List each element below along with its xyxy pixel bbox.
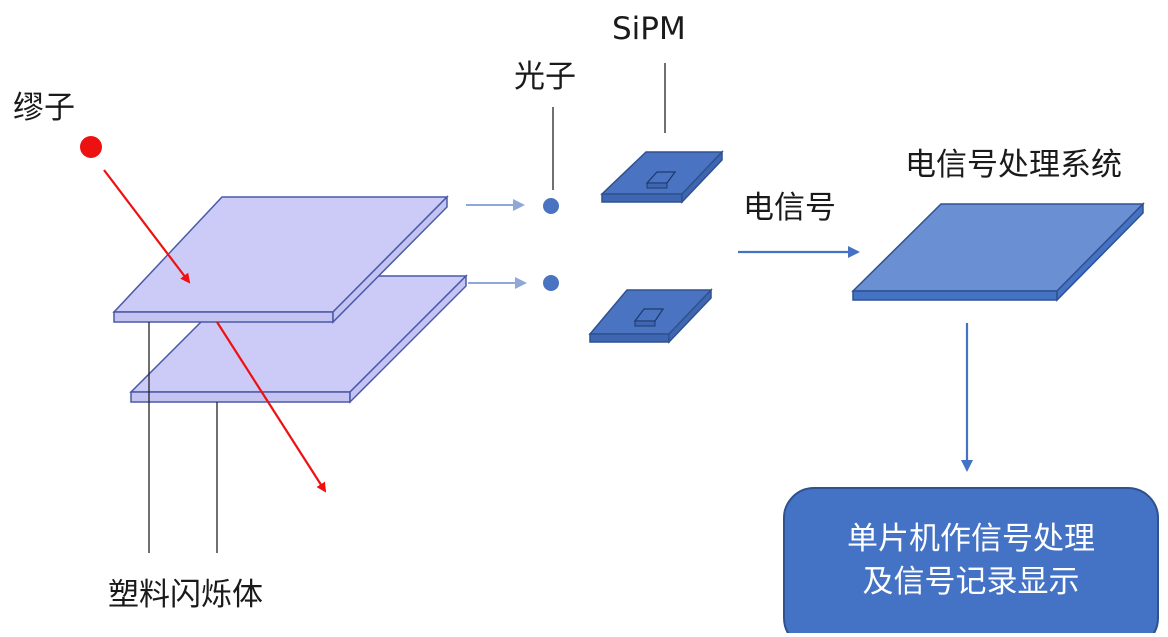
photon-dot-upper — [543, 198, 559, 214]
mcu-box-line-2: 及信号记录显示 — [862, 563, 1080, 600]
photon-label: 光子 — [514, 59, 576, 95]
sipm-label: SiPM — [612, 11, 686, 47]
electric-signal-label: 电信号 — [743, 190, 836, 226]
mcu-box-line-1: 单片机作信号处理 — [847, 520, 1095, 557]
mcu-box-text: 单片机作信号处理 及信号记录显示 — [784, 488, 1158, 633]
muon-track-arrow-upper — [103, 169, 191, 284]
muon-dot — [80, 136, 102, 158]
photon-dot-lower — [543, 275, 559, 291]
muon-label: 缪子 — [13, 90, 75, 126]
scintillator-label: 塑料闪烁体 — [108, 577, 263, 613]
muon-track-arrow-lower — [216, 321, 327, 493]
scintillator-plate-lower — [129, 274, 468, 404]
signal-system-label: 电信号处理系统 — [905, 147, 1122, 183]
mcu-box — [783, 487, 1159, 637]
scintillator-plate-upper — [112, 195, 449, 324]
signal-processing-system-plate — [851, 202, 1145, 302]
sipm-device-upper — [600, 150, 724, 204]
sipm-device-lower — [588, 288, 713, 344]
